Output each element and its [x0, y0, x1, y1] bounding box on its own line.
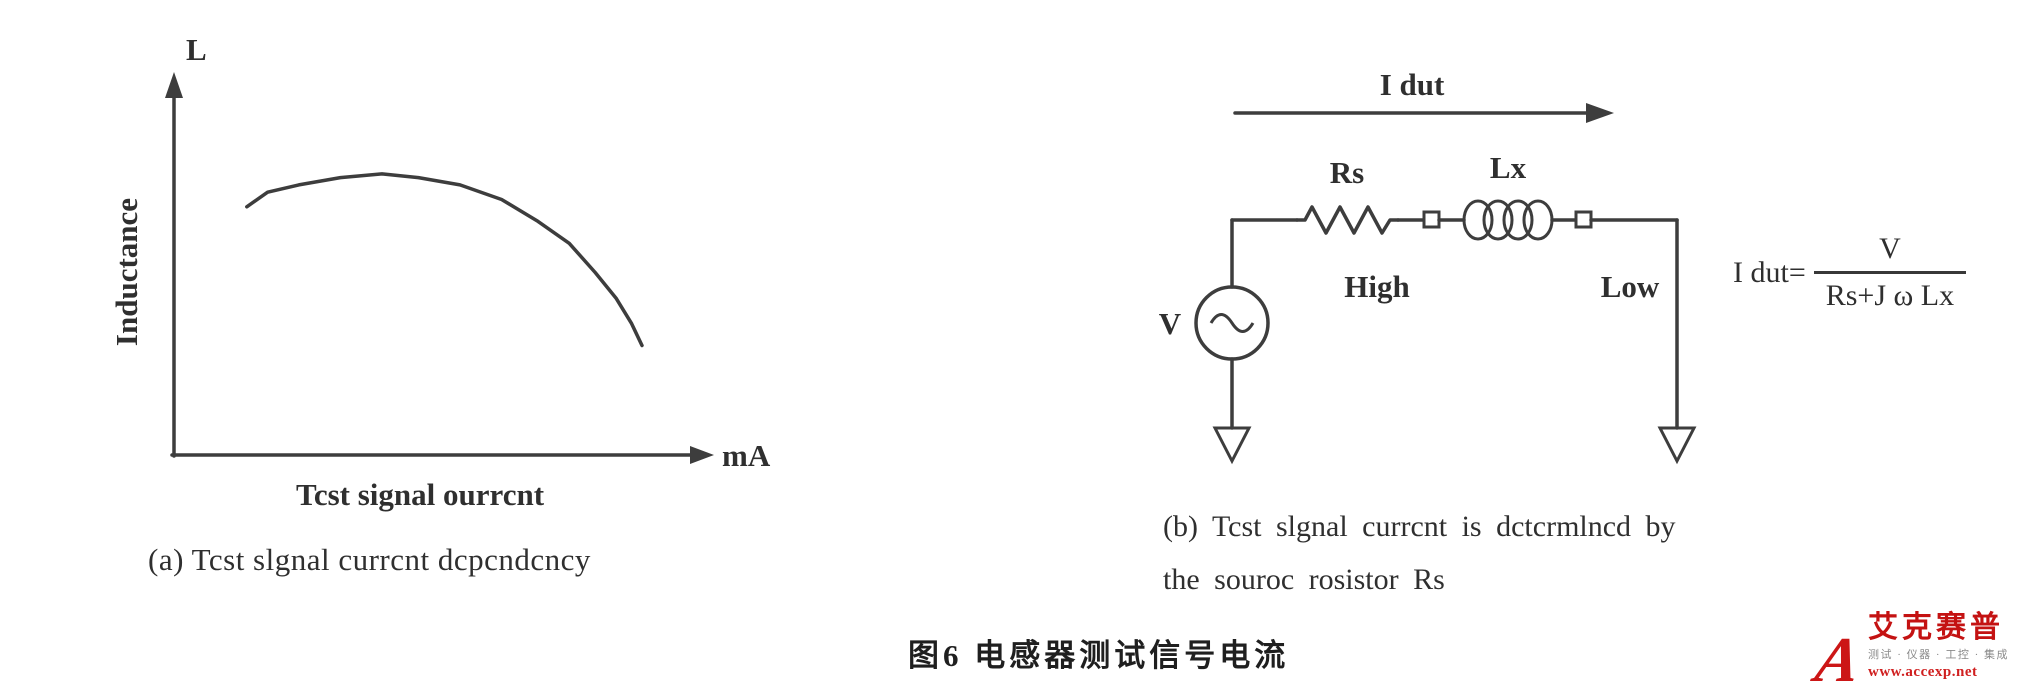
- current-arrowhead-icon: [1586, 103, 1614, 123]
- x-axis-arrowhead-icon: [690, 446, 714, 464]
- logo-tagline: 测试 · 仪器 · 工控 · 集成: [1868, 649, 2009, 661]
- high-terminal-label: High: [1344, 269, 1409, 304]
- logo-a-mark: A: [1811, 623, 1867, 689]
- low-terminal-label: Low: [1601, 269, 1660, 304]
- caption-b-line2: the souroc rosistor Rs: [1163, 563, 1445, 597]
- inductor-loop-1: [1462, 199, 1494, 241]
- inductor-loop-4: [1522, 199, 1554, 241]
- inductor-label: Lx: [1490, 150, 1527, 185]
- accexp-logo: A 艾克赛普 测试 · 仪器 · 工控 · 集成 www.accexp.net: [1811, 610, 2009, 689]
- formula-fraction: V Rs+J ω Lx: [1813, 232, 1967, 313]
- low-terminal-node: [1574, 210, 1593, 229]
- resistor-label: Rs: [1330, 155, 1364, 190]
- logo-url: www.accexp.net: [1868, 664, 1978, 680]
- formula-numerator: V: [1879, 232, 1901, 265]
- x-arrow-label: mA: [722, 438, 771, 473]
- high-terminal-node: [1422, 210, 1441, 229]
- sine-wave-icon: [1209, 313, 1255, 333]
- caption-a: (a) Tcst slgnal currcnt dcpcndcncy: [148, 542, 591, 577]
- formula: I dut= V Rs+J ω Lx: [1733, 232, 1967, 313]
- y-arrow-label: L: [186, 32, 207, 67]
- y-axis-title: Inductance: [109, 198, 144, 346]
- inductance-chart: L Inductance mA Tcst signal ourrcnt: [109, 32, 771, 512]
- logo-brand-name: 艾克赛普: [1868, 610, 2004, 644]
- caption-b-line1: (b) Tcst slgnal currcnt is dctcrmlncd by: [1163, 510, 1676, 543]
- test-circuit: I dut Rs Lx High Low V: [1159, 67, 1697, 465]
- current-arrow-label: I dut: [1380, 67, 1445, 102]
- ground-symbol-right: [1657, 426, 1697, 465]
- inductance-curve: [245, 172, 644, 348]
- x-axis-title: Tcst signal ourrcnt: [296, 477, 545, 512]
- voltage-source-label: V: [1159, 306, 1182, 341]
- y-axis-arrowhead-icon: [165, 72, 183, 98]
- formula-denominator: Rs+J ω Lx: [1813, 271, 1967, 313]
- formula-lhs: I dut=: [1733, 255, 1806, 289]
- inductor-loop-3: [1502, 199, 1534, 241]
- ground-symbol-left: [1212, 426, 1252, 465]
- logo-text-column: 艾克赛普 测试 · 仪器 · 工控 · 集成 www.accexp.net: [1868, 610, 2009, 686]
- caption-b: (b) Tcst slgnal currcnt is dctcrmlncd by…: [1163, 500, 1676, 607]
- figure-caption: 图6 电感器测试信号电流: [908, 638, 1290, 673]
- resistor-rs-symbol: [1295, 205, 1400, 235]
- inductor-loop-2: [1482, 199, 1514, 241]
